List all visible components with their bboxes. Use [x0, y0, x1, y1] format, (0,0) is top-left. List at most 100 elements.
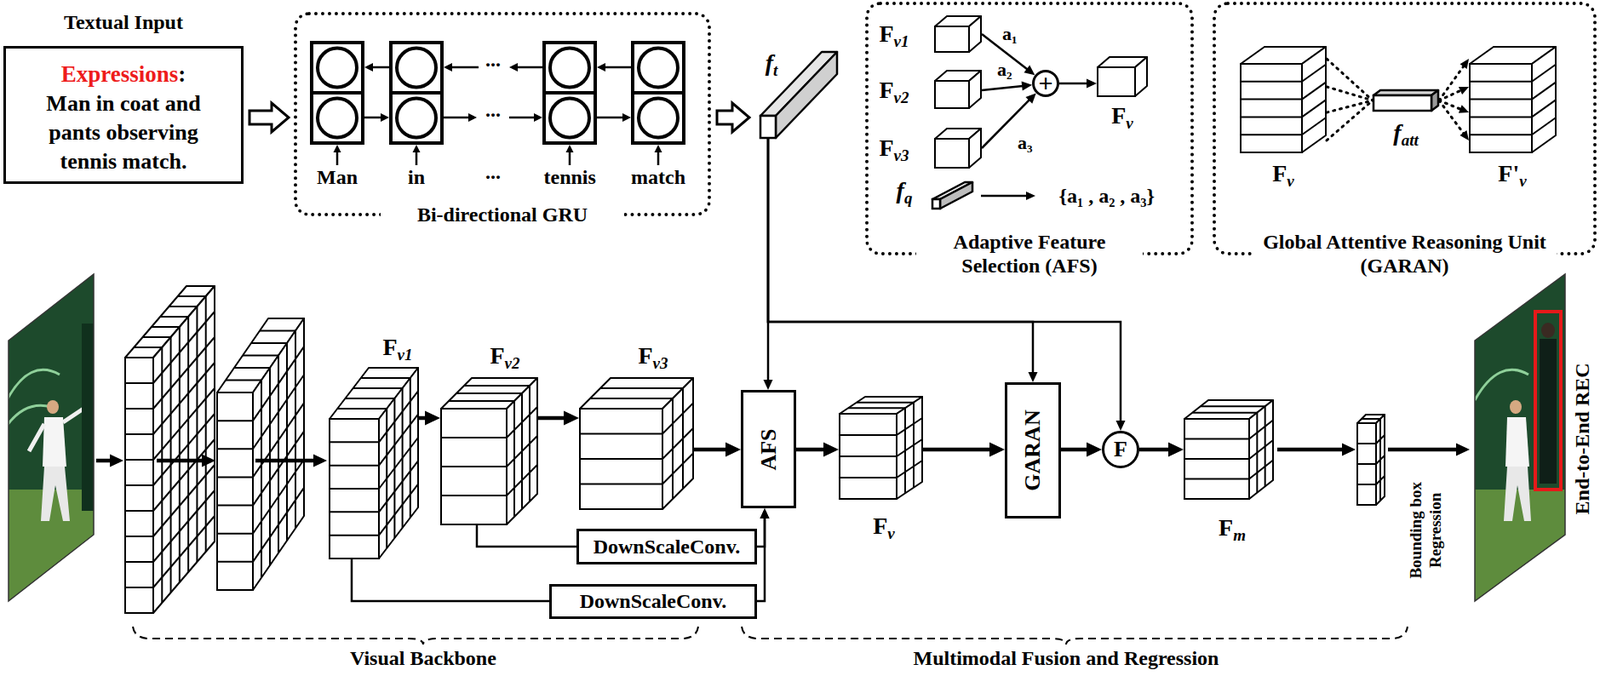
- grid-line: [896, 418, 923, 436]
- connector: [1059, 79, 1097, 89]
- fused-feature: Fv: [838, 395, 924, 500]
- output-map-front: [1357, 423, 1377, 505]
- math-symbol: F: [878, 134, 894, 161]
- grid-line: [441, 436, 507, 439]
- math-symbol: f: [896, 177, 905, 204]
- attention-line: [1439, 65, 1464, 101]
- gru-unit: [638, 98, 678, 138]
- math-subscript: v: [1286, 172, 1294, 190]
- photo-frame: [1474, 274, 1566, 602]
- grid-line: [904, 407, 907, 494]
- garan-region: Global Attentive Reasoning Unit (GARAN)F…: [1212, 1, 1597, 256]
- cube-side: [1301, 46, 1326, 153]
- math-label: Fv2: [878, 78, 909, 106]
- vector-side: [775, 51, 838, 138]
- gru-arrow: [362, 116, 382, 120]
- grid-line: [160, 347, 163, 603]
- ellipsis: ...: [485, 97, 501, 123]
- math-subscript: v1: [894, 32, 910, 51]
- attention-line: [1439, 100, 1462, 109]
- connector: [796, 442, 839, 458]
- input-heading: Textual Input: [0, 9, 259, 35]
- arrow-head: [1458, 104, 1469, 113]
- stage-label: End-to-End REC: [1570, 362, 1595, 515]
- grid-line: [329, 534, 379, 537]
- grid-line: [125, 484, 154, 487]
- edge-label: a₃: [1017, 132, 1033, 154]
- feature-map-shape: [1468, 45, 1557, 154]
- gru-unit: [396, 98, 436, 138]
- math-subscript: m: [1232, 526, 1246, 545]
- grid-line: [662, 453, 694, 485]
- feature-map-shape: [1096, 56, 1148, 98]
- grid-line: [353, 387, 403, 390]
- connector-line: [796, 447, 825, 453]
- backbone-feature: Fv2: [440, 377, 539, 526]
- grid-line: [205, 296, 207, 552]
- connector-line: [1059, 82, 1088, 86]
- connector-line: [351, 559, 550, 602]
- cube-front: [441, 408, 507, 525]
- grid-line: [178, 326, 181, 583]
- weight-set: {a₁ , a₂ , a₃}: [1059, 183, 1156, 209]
- text-input-box: Textual InputExpressions:Man in coat and…: [3, 45, 244, 184]
- cube-side: [896, 396, 923, 499]
- connector-line: [693, 447, 727, 453]
- arrow-head: [380, 113, 390, 122]
- connector-line: [768, 137, 1121, 422]
- hollow-arrow: [249, 103, 289, 132]
- grid-line: [170, 337, 173, 593]
- word-label: tennis: [544, 165, 597, 190]
- expression-colon: :: [177, 61, 186, 87]
- backbone-feature-shape: [328, 367, 419, 560]
- math-subscript: v2: [894, 88, 910, 107]
- math-label: fatt: [1393, 120, 1418, 149]
- grid-line: [1301, 117, 1326, 135]
- grid-line: [1357, 463, 1377, 465]
- grid-line: [277, 355, 280, 554]
- math-subscript: v: [1125, 114, 1133, 132]
- grid-line: [590, 397, 673, 400]
- arrow-head: [763, 379, 774, 390]
- circle-outline: [1103, 432, 1139, 468]
- grid-line: [125, 458, 154, 461]
- arrow-head: [1025, 92, 1036, 104]
- grid-line: [125, 382, 154, 385]
- grid-line: [1469, 133, 1532, 136]
- hollow-arrow: [716, 103, 750, 132]
- arrow-head: [1026, 191, 1036, 201]
- arrow-head: [443, 63, 453, 72]
- expression-line: Expressions:: [21, 58, 226, 90]
- grid-line: [217, 504, 253, 507]
- grid-line: [848, 407, 906, 409]
- grid-line: [662, 428, 694, 459]
- sum-node: +: [1032, 69, 1060, 98]
- arrow-head: [509, 63, 518, 72]
- arrow-head: [1116, 420, 1126, 431]
- connector: [716, 103, 750, 132]
- grid-line: [337, 407, 387, 410]
- grid-line: [329, 487, 379, 490]
- grid-line: [259, 330, 296, 333]
- gru-unit: [550, 98, 590, 138]
- cube-front: [934, 138, 970, 168]
- grid-line: [1361, 418, 1381, 420]
- grid-line: [912, 402, 915, 488]
- arrow-head: [1456, 443, 1470, 457]
- photo-head: [1509, 400, 1522, 414]
- grid-line: [456, 392, 522, 395]
- grid-line: [579, 433, 663, 436]
- word-label: match: [630, 165, 686, 190]
- grid-line: [600, 387, 683, 390]
- grid-line: [217, 447, 253, 450]
- feature-map-shape: [934, 127, 982, 169]
- cube-side: [1135, 57, 1147, 97]
- grid-line: [125, 407, 154, 410]
- attention-line: [1439, 90, 1462, 101]
- text-feature: ft: [754, 47, 840, 138]
- grid-line: [579, 458, 663, 460]
- grid-line: [1301, 64, 1326, 82]
- grid-line: [1531, 82, 1556, 100]
- arrow-head: [1086, 442, 1102, 458]
